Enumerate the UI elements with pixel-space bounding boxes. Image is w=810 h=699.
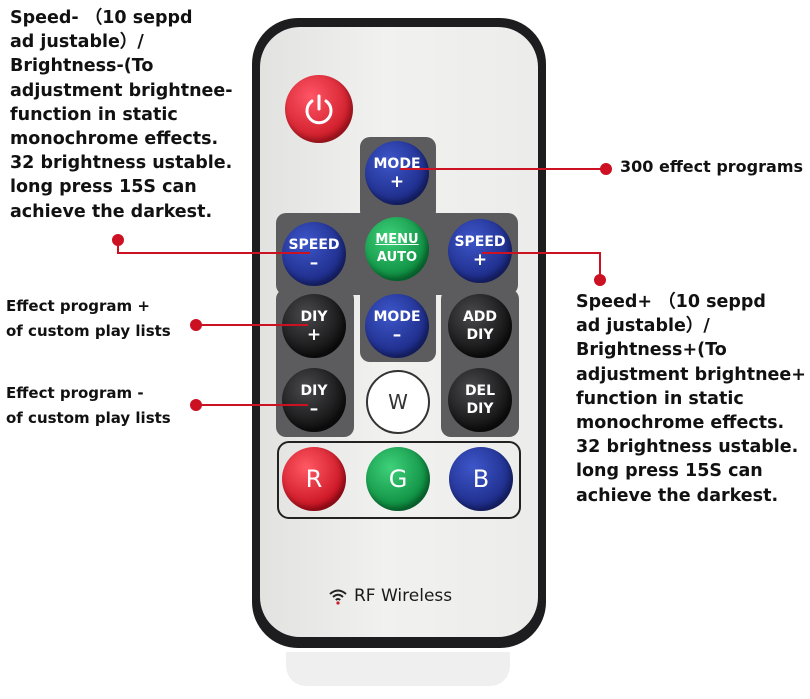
add-label: ADD (462, 309, 498, 325)
diy-plus-symbol: + (306, 325, 322, 345)
green-button[interactable]: G (366, 447, 430, 511)
speed-minus-annotation: Speed- （10 seppd ad justable）/ Brightnes… (10, 8, 233, 222)
diy-minus-label: DIY (300, 383, 328, 399)
power-button[interactable] (285, 75, 353, 143)
speed-plus-button[interactable]: SPEED + (448, 219, 512, 283)
del-label: DEL (464, 383, 496, 399)
wifi-icon (329, 589, 347, 605)
rf-wireless-label: RF Wireless (328, 586, 452, 606)
auto-label: AUTO (376, 250, 418, 265)
effects-300-annotation: 300 effect programs (620, 157, 804, 176)
leader-speed-minus (117, 240, 310, 254)
mode-minus-symbol: – (392, 325, 402, 345)
speed-plus-label: SPEED (454, 234, 506, 250)
mode-plus-button[interactable]: MODE + (365, 141, 429, 205)
leader-dot-speed-plus (594, 274, 606, 286)
leader-speed-plus (482, 252, 601, 280)
speed-minus-symbol: – (309, 253, 319, 273)
diy-plus-label: DIY (300, 309, 328, 325)
green-label: G (388, 465, 408, 493)
speed-minus-label: SPEED (288, 237, 340, 253)
del-diy-label: DIY (466, 401, 494, 417)
mode-plus-symbol: + (389, 172, 405, 192)
diy-minus-symbol: – (309, 399, 319, 419)
rf-wireless-text: RF Wireless (354, 586, 453, 606)
speed-plus-annotation: Speed+ （10 seppd ad justable）/ Brightnes… (576, 292, 806, 506)
menu-auto-button[interactable]: MENU AUTO (365, 217, 429, 281)
leader-dot-speed-minus (112, 234, 124, 246)
menu-label: MENU (375, 232, 419, 247)
power-icon (305, 94, 333, 125)
red-button[interactable]: R (282, 447, 346, 511)
mode-minus-label: MODE (373, 309, 421, 325)
white-button[interactable]: W (366, 370, 430, 434)
add-diy-button[interactable]: ADD DIY (448, 294, 512, 358)
blue-button[interactable]: B (449, 447, 513, 511)
blue-label: B (472, 465, 490, 493)
speed-plus-symbol: + (472, 250, 488, 270)
add-diy-label: DIY (466, 327, 494, 343)
rgb-outline (277, 441, 521, 519)
diy-minus-button[interactable]: DIY – (282, 368, 346, 432)
white-label: W (388, 390, 408, 414)
leader-dot-effect-plus (190, 319, 202, 331)
effect-minus-annotation: Effect program - of custom play lists (6, 384, 171, 427)
red-label: R (305, 465, 323, 493)
leader-dot-300-effects (600, 163, 612, 175)
remote-stand (286, 652, 510, 686)
effect-plus-annotation: Effect program + of custom play lists (6, 297, 171, 340)
leader-dot-effect-minus (190, 399, 202, 411)
del-diy-button[interactable]: DEL DIY (448, 368, 512, 432)
mode-minus-button[interactable]: MODE – (365, 294, 429, 358)
